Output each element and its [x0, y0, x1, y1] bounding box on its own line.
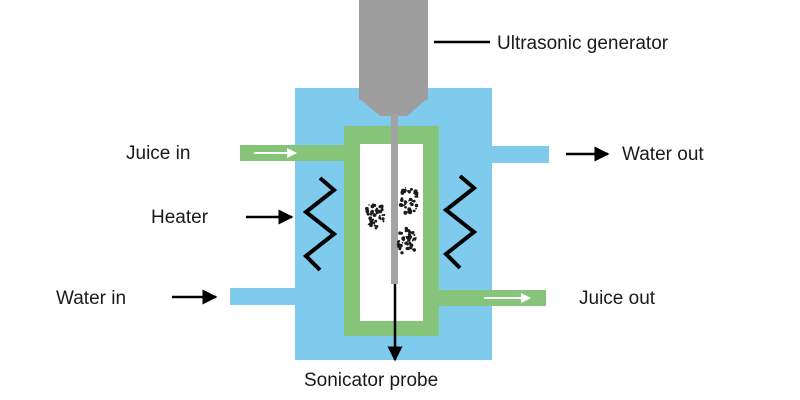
particle-dot	[374, 219, 378, 223]
particle-dot	[368, 204, 370, 206]
particle-dot	[381, 217, 385, 221]
particle-dot	[372, 203, 374, 205]
particle-dot	[373, 224, 377, 227]
particle-dot	[410, 187, 413, 191]
particle-dot	[400, 190, 403, 193]
particle-dot	[372, 213, 377, 217]
particle-dot	[412, 248, 417, 252]
label-juice-in: Juice in	[126, 143, 190, 164]
particle-dot	[398, 247, 402, 251]
label-juice-out: Juice out	[579, 288, 656, 309]
heater-coil-left	[302, 176, 338, 272]
particle-dot	[382, 220, 385, 223]
particle-dot	[404, 187, 407, 189]
heater-coil-right	[442, 174, 478, 270]
particle-dot	[379, 214, 381, 217]
label-water-out: Water out	[622, 144, 704, 165]
particle-dot	[403, 188, 407, 193]
particle-dot	[413, 189, 418, 194]
water-out-pipe	[492, 146, 549, 163]
particle-dot	[411, 248, 414, 251]
particle-dot	[403, 204, 405, 207]
particle-dot	[405, 235, 408, 238]
particle-dot	[415, 207, 417, 210]
particle-dot	[376, 209, 381, 214]
label-sonicator-probe: Sonicator probe	[304, 370, 438, 391]
particle-dot	[383, 213, 386, 217]
particle-dot	[407, 190, 411, 194]
particle-dot	[402, 236, 406, 240]
particle-dot	[406, 242, 409, 246]
particle-dot	[407, 207, 412, 212]
particle-dot	[410, 202, 414, 206]
particle-dot	[405, 201, 408, 204]
particle-dot	[401, 242, 404, 244]
particle-dot	[405, 246, 409, 251]
particle-dot	[412, 199, 416, 203]
particle-dot	[408, 210, 413, 215]
particle-dot	[414, 203, 419, 208]
particle-dot	[412, 231, 415, 234]
particle-dot	[403, 210, 408, 215]
label-ultrasonic-generator: Ultrasonic generator	[497, 33, 669, 54]
particle-dot	[367, 223, 370, 226]
generator-body	[359, 0, 428, 100]
particle-dot	[368, 216, 373, 221]
particle-dot	[366, 212, 370, 216]
particle-dot	[400, 251, 404, 255]
particle-dot	[373, 203, 377, 207]
particle-dot	[404, 229, 408, 233]
particle-dot	[406, 228, 411, 233]
particle-dot	[409, 202, 412, 205]
particle-dot	[379, 204, 384, 209]
particle-dot	[397, 240, 401, 243]
particle-dot	[380, 207, 384, 210]
water-in-pipe	[230, 288, 295, 305]
particle-dot	[404, 226, 409, 231]
particle-dot	[379, 218, 382, 221]
particle-dot	[398, 231, 402, 235]
particle-dot	[410, 198, 413, 202]
generator-horn	[359, 98, 428, 116]
particle-dot	[398, 202, 403, 207]
particle-dot	[404, 202, 407, 206]
particle-dot	[408, 241, 412, 245]
particle-dot	[366, 209, 369, 212]
particle-dot	[404, 205, 407, 209]
particle-dot	[372, 204, 375, 207]
label-water-in: Water in	[56, 288, 126, 309]
sonicator-probe	[391, 114, 398, 284]
particle-dot	[407, 233, 411, 237]
particle-clusters	[365, 187, 419, 255]
particle-dot	[414, 195, 417, 198]
label-heater: Heater	[151, 207, 209, 228]
particle-dot	[413, 234, 416, 236]
particle-dot	[370, 220, 374, 225]
particle-dot	[374, 226, 377, 229]
particle-dot	[381, 214, 384, 217]
particle-dot	[408, 200, 410, 202]
particle-dot	[400, 244, 403, 247]
particle-dot	[413, 237, 417, 241]
particle-dot	[372, 218, 375, 221]
particle-dot	[400, 198, 404, 202]
particle-dot	[407, 235, 410, 238]
particle-dot	[412, 209, 416, 213]
particle-dot	[370, 210, 374, 215]
particle-dot	[402, 238, 405, 242]
particle-dot	[396, 242, 401, 247]
